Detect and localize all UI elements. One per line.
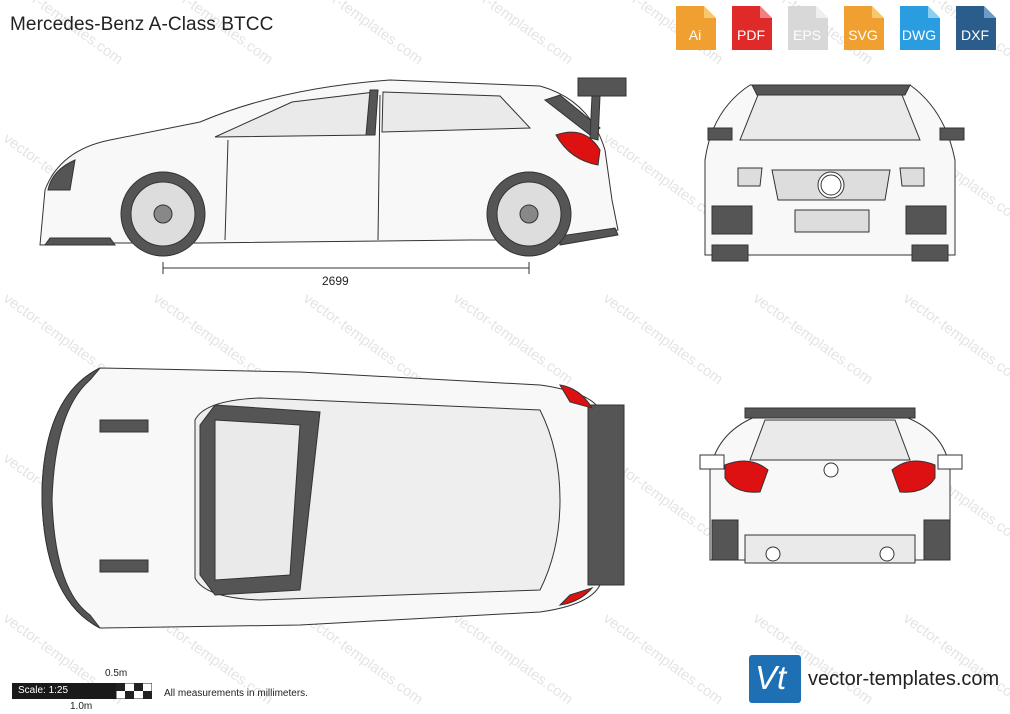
dwg-file-icon: [900, 6, 940, 50]
scale-half-label: 0.5m: [105, 668, 128, 679]
scale-label: Scale: 1:25: [12, 683, 116, 699]
top-view: [41, 367, 625, 629]
ai-file-icon: [676, 6, 716, 50]
side-view: [39, 77, 627, 257]
dxf-format-button[interactable]: DXF: [950, 4, 1000, 52]
svg-format-button[interactable]: SVG: [838, 4, 888, 52]
site-link[interactable]: vector-templates.com: [808, 668, 1000, 690]
svg-file-icon: [844, 6, 884, 50]
vt-logo[interactable]: Vt: [749, 655, 801, 703]
pdf-file-icon: [732, 6, 772, 50]
pdf-format-button[interactable]: PDF: [726, 4, 776, 52]
scale-bar: [116, 683, 152, 699]
measurement-note: All measurements in millimeters.: [164, 688, 308, 699]
format-buttons: Ai PDF EPS SVG DWG DXF: [670, 4, 1000, 52]
page-title: Mercedes-Benz A-Class BTCC: [10, 14, 274, 35]
scale-full-label: 1.0m: [70, 701, 93, 712]
dxf-file-icon: [956, 6, 996, 50]
eps-file-icon: [788, 6, 828, 50]
ai-format-button[interactable]: Ai: [670, 4, 720, 52]
rear-view: [699, 407, 963, 564]
dwg-format-button[interactable]: DWG: [894, 4, 944, 52]
wheelbase-dimension: 2699: [322, 274, 349, 288]
front-view: [704, 84, 965, 262]
eps-format-button[interactable]: EPS: [782, 4, 832, 52]
